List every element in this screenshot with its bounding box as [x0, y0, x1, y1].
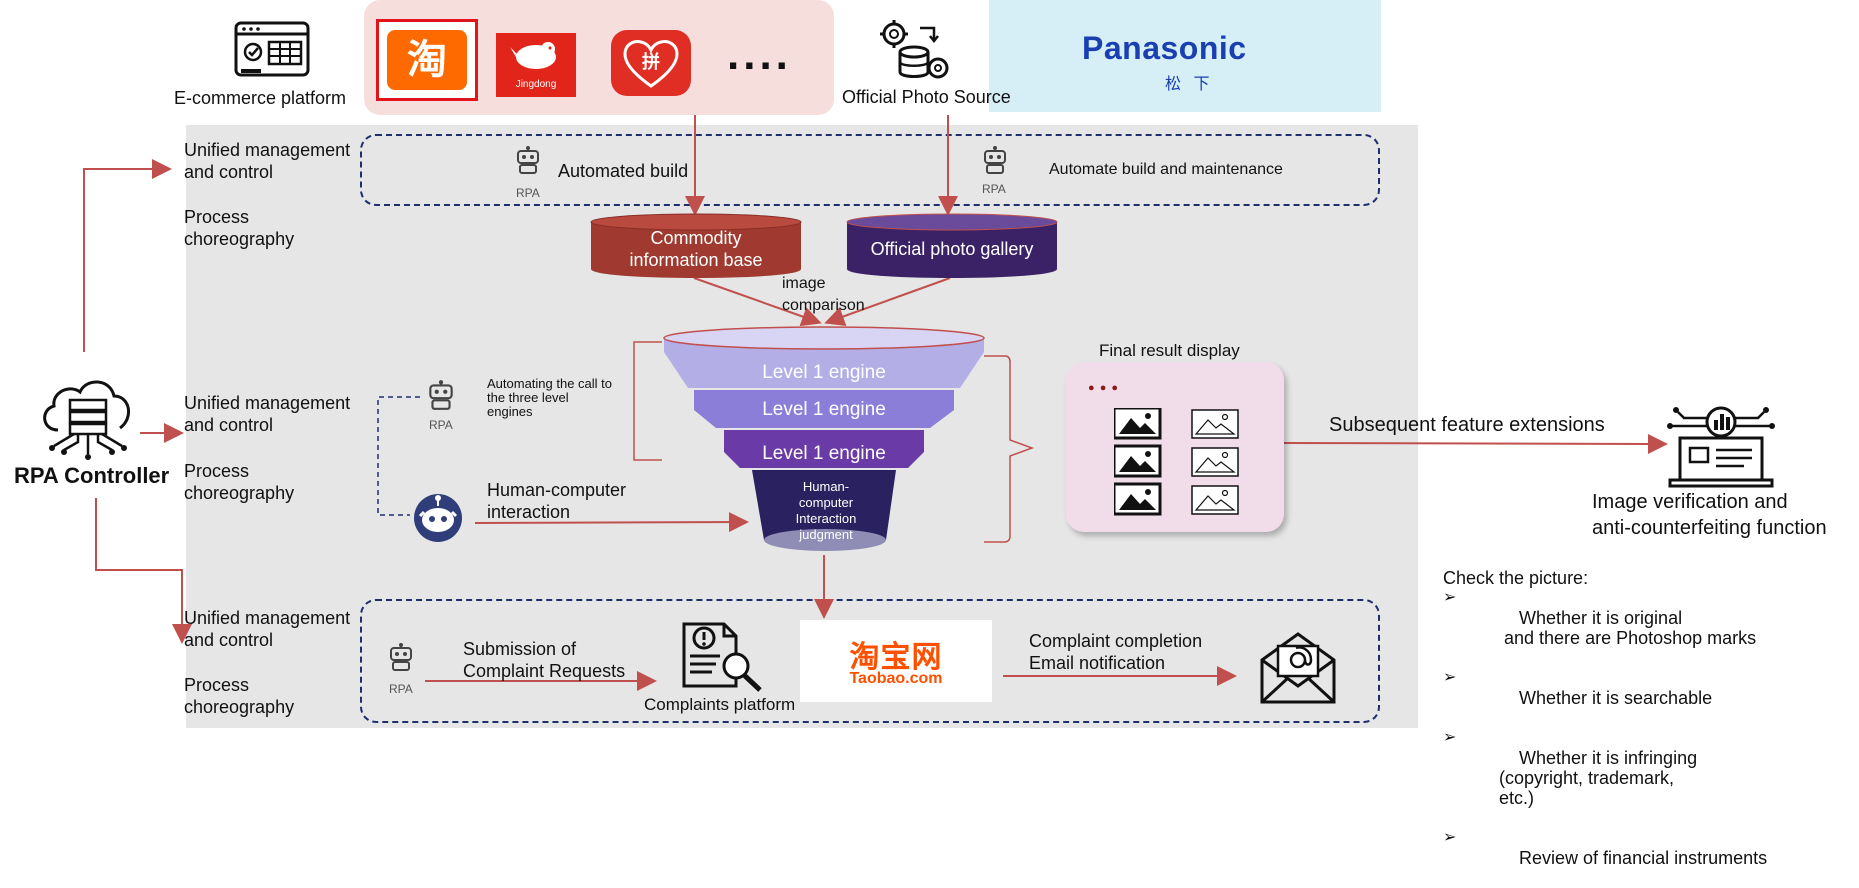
jingdong-dog-icon — [510, 42, 556, 69]
cloud-server-icon — [34, 370, 142, 462]
taobao-glyph: 淘 — [387, 30, 467, 90]
automate-maintenance-label: Automate build and maintenance — [1049, 161, 1283, 178]
checklist-item-text: Whether it is original and there are Pho… — [1504, 608, 1757, 648]
bullet-arrow-icon: ➢ — [1443, 829, 1457, 846]
checklist-item: ➢ Review of financial instruments — [1443, 828, 1843, 888]
checklist-title: Check the picture: — [1443, 568, 1589, 588]
checklist-item-text: Whether it is searchable — [1519, 688, 1713, 708]
rpa-robot-icon — [980, 146, 1010, 186]
email-icon — [1256, 630, 1340, 706]
row1-unified-label: Unified management and control — [184, 140, 351, 182]
official-photo-label: Official Photo Source — [842, 87, 1011, 107]
subsequent-extensions-label: Subsequent feature extensions — [1329, 414, 1605, 436]
engine-level-3: Level 1 engine — [762, 443, 886, 464]
verification-label: Image verification and anti-counterfeiti… — [1592, 491, 1827, 539]
automating-call-label: Automating the call to the three level e… — [487, 376, 613, 419]
taobao-cn-text: 淘宝网 — [849, 641, 943, 674]
completion-label: Complaint completion Email notification — [1029, 631, 1203, 673]
taobao-en-text: Taobao.com — [849, 670, 943, 687]
final-result-title: Final result display — [1099, 341, 1240, 360]
laptop-analytics-icon — [1664, 398, 1778, 490]
image-outline-icon — [1191, 409, 1239, 439]
rpa-robot-icon — [386, 643, 416, 683]
checklist-item: ➢ Whether it is infringing (copyright, tr… — [1443, 728, 1843, 828]
final-result-card: ● ● ● — [1066, 362, 1284, 532]
engine-level-2: Level 1 engine — [762, 399, 886, 420]
photo-gallery-label: Official photo gallery — [870, 239, 1034, 259]
rpa-tag: RPA — [389, 682, 413, 696]
official-photo-gallery: Official photo gallery — [846, 213, 1058, 278]
bullet-arrow-icon: ➢ — [1443, 729, 1457, 746]
taobao-com-logo: 淘宝网 Taobao.com — [800, 620, 992, 702]
rpa-tag: RPA — [516, 186, 540, 200]
ecommerce-label: E-commerce platform — [174, 88, 347, 108]
panasonic-panel — [989, 0, 1381, 112]
bullet-arrow-icon: ➢ — [1443, 669, 1457, 686]
panasonic-cn-text: 松 下 — [1165, 76, 1214, 93]
image-grid — [1114, 408, 1239, 516]
gears-database-icon — [876, 16, 956, 84]
jingdong-logo: Jingdong — [496, 33, 576, 97]
image-comparison-label: image comparison — [782, 275, 865, 314]
rpa-robot-icon — [513, 146, 543, 186]
row2-unified-label: Unified management and control — [184, 393, 351, 435]
pinduoduo-heart-icon — [623, 40, 679, 88]
connector-lines — [83, 115, 1668, 691]
human-interaction-label: Human-computer interaction — [487, 480, 627, 522]
ecommerce-icon — [233, 20, 311, 84]
automated-build-label: Automated build — [558, 161, 689, 181]
panasonic-logo-text: Panasonic — [1082, 30, 1247, 66]
row3-dashed-box — [360, 599, 1380, 723]
judgment-label: Human- computer Interaction judgment — [795, 479, 857, 542]
pinduoduo-glyph: 拼 — [642, 52, 660, 72]
image-icon — [1114, 408, 1162, 440]
taobao-logo: 淘 — [376, 19, 478, 101]
document-search-icon — [680, 620, 770, 692]
row3-unified-label: Unified management and control — [184, 608, 351, 650]
chatbot-avatar-icon — [410, 492, 466, 542]
engine-level-1: Level 1 engine — [762, 362, 886, 383]
row2-process-label: Process choreography — [184, 461, 295, 503]
submission-label: Submission of Complaint Requests — [463, 639, 626, 681]
rpa-controller-label: RPA Controller — [14, 463, 170, 488]
jingdong-label: Jingdong — [515, 79, 557, 90]
checklist-item: ➢ Whether it is original and there are Ph… — [1443, 588, 1843, 668]
rpa-tag: RPA — [982, 182, 1006, 196]
window-dots: ● ● ● — [1088, 382, 1120, 394]
checklist-item-text: Review of financial instruments — [1519, 848, 1768, 868]
more-platforms-dots: .... — [727, 30, 792, 79]
checklist: Check the picture: ➢ Whether it is origin… — [1443, 568, 1843, 888]
complaints-platform-label: Complaints platform — [644, 695, 796, 714]
commodity-base-label: Commodity information base — [629, 228, 763, 270]
row1-dashed-box — [360, 134, 1380, 206]
engine-funnel: Level 1 engine Level 1 engine Level 1 en… — [660, 322, 988, 557]
row3-process-label: Process choreography — [184, 675, 295, 717]
rpa-tag: RPA — [429, 418, 453, 432]
pinduoduo-logo: 拼 — [611, 30, 691, 96]
checklist-item-text: Whether it is infringing (copyright, tra… — [1499, 748, 1698, 808]
rpa-robot-icon — [425, 380, 457, 420]
row1-process-label: Process choreography — [184, 207, 295, 249]
commodity-info-base: Commodity information base — [590, 213, 802, 278]
checklist-item: ➢ Whether it is searchable — [1443, 668, 1843, 728]
bullet-arrow-icon: ➢ — [1443, 589, 1457, 606]
